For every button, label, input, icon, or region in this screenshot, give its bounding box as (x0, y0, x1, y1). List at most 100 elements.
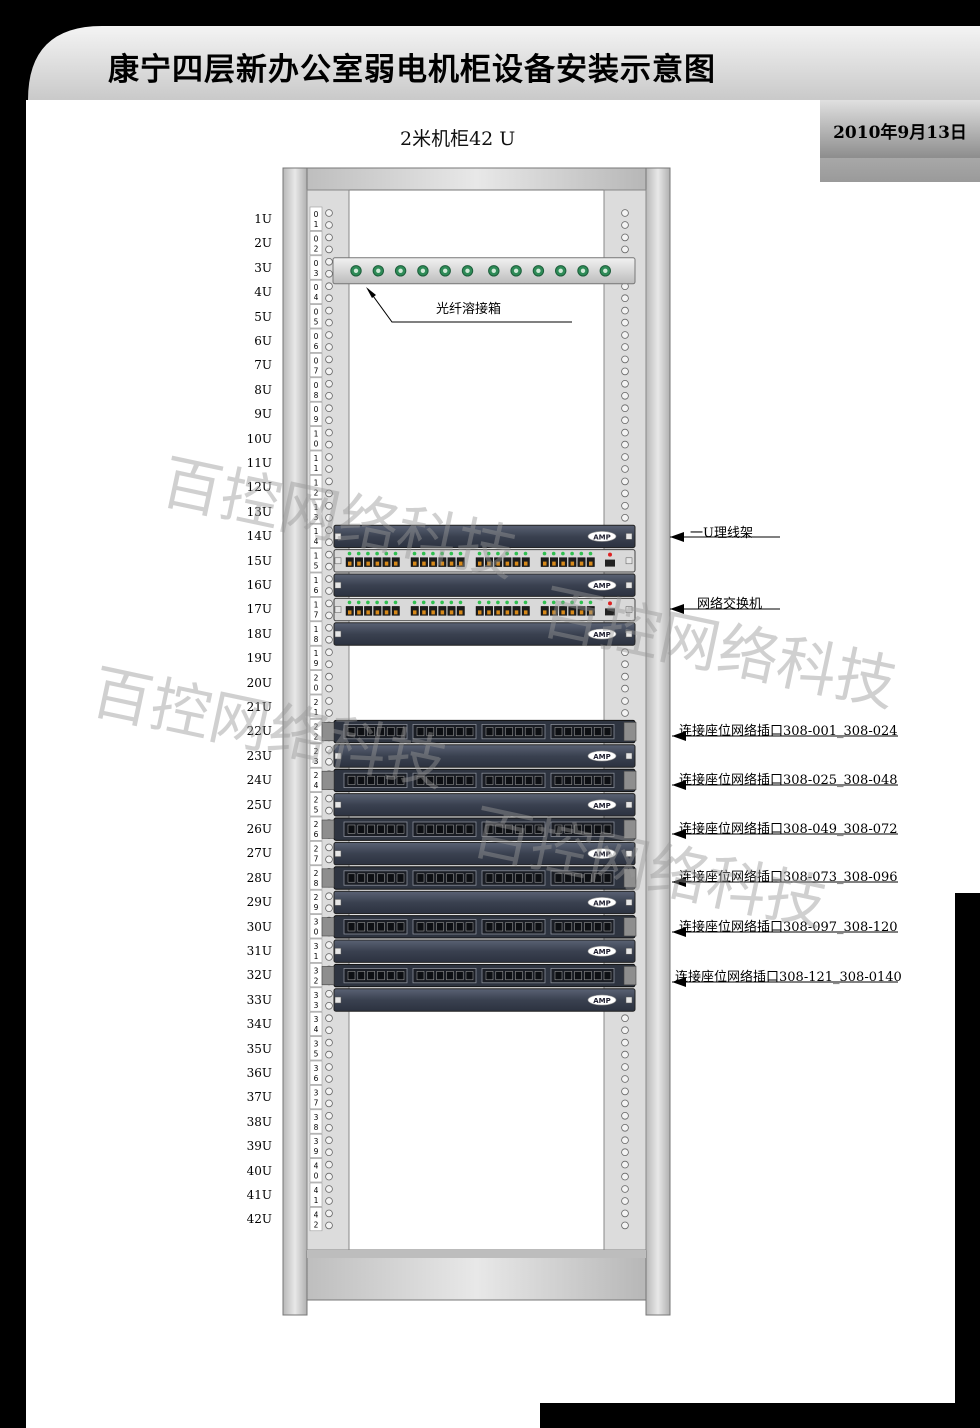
patch-port (377, 727, 385, 737)
unit-label: 1U (254, 212, 272, 226)
unit-number-cell (309, 475, 323, 500)
rail-hole (325, 794, 333, 803)
patch-port (593, 824, 602, 834)
power-led (608, 601, 612, 606)
patch-port (455, 971, 464, 981)
patch-port (515, 727, 523, 737)
mount-screw (334, 606, 342, 613)
unit-number-digit: 5 (314, 1050, 319, 1059)
rail-hole (325, 501, 333, 510)
rail-hole (325, 453, 333, 461)
unit-number-digit: 9 (314, 659, 319, 668)
patch-label-6: 连接座位网络插口308-121_308-0140 (675, 970, 902, 985)
unit-number-digit: 2 (314, 747, 319, 756)
rail-hole (621, 1075, 629, 1083)
unit-number-digit: 3 (314, 918, 319, 927)
patch-port (367, 922, 375, 932)
rail-hole (325, 575, 333, 583)
link-led (542, 600, 547, 605)
unit-number-cell (309, 1133, 323, 1158)
rail-hole (621, 477, 629, 486)
unit-number-cell (309, 353, 323, 378)
unit-label: 40U (246, 1163, 272, 1178)
amp-logo-icon (587, 579, 617, 591)
patch-port (386, 873, 395, 883)
rail-hole (621, 391, 629, 400)
unit-number-strip: 0102030405060708091011121314151617181920… (309, 206, 323, 1232)
rail-hole (325, 1001, 333, 1010)
unit-number-cell (309, 792, 323, 817)
rail-hole (325, 318, 333, 327)
mount-screw (625, 581, 633, 589)
switch-port-contact (394, 610, 398, 615)
amp-logo-text: AMP (593, 753, 611, 761)
patch-port (377, 775, 385, 785)
rail-hole (621, 233, 629, 242)
link-led (449, 600, 454, 605)
rail-hole (325, 1014, 333, 1022)
link-led (523, 551, 528, 556)
patch-port (603, 727, 612, 737)
unit-number-digit: 7 (314, 610, 319, 619)
unit-number-cell (309, 255, 323, 280)
link-led (542, 551, 547, 556)
amp-logo-icon (587, 531, 617, 542)
patch-port (386, 775, 395, 785)
switch-port-contact (543, 561, 547, 566)
page-background (28, 26, 980, 182)
fiber-port-core (420, 268, 426, 273)
unit-number-digit: 7 (314, 1098, 319, 1107)
link-led (458, 551, 463, 556)
switch-port-contact (422, 561, 426, 566)
switch-port-contact (357, 561, 361, 566)
amp-logo-icon (587, 628, 617, 640)
unit-number-digit: 4 (314, 293, 319, 302)
unit-label: 26U (246, 822, 272, 836)
patch-port (436, 824, 444, 834)
patch-port (485, 922, 494, 932)
unit-number-digit: 0 (314, 381, 319, 390)
rail-hole (621, 355, 629, 364)
unit-number-digit: 1 (314, 649, 319, 658)
patch-port (495, 824, 504, 834)
unit-number-digit: 1 (314, 464, 319, 473)
unit-label: 28U (246, 870, 272, 885)
rail-hole (621, 1014, 629, 1022)
rail-hole (621, 440, 629, 449)
switch-port-contact (478, 561, 482, 566)
link-led (375, 600, 379, 605)
page-title: 康宁四层新办公室弱电机柜设备安装示意图 (108, 52, 716, 88)
switch-port-contact (487, 610, 491, 615)
mount-screw (334, 947, 342, 955)
rail-hole (621, 1160, 629, 1169)
patch-port (505, 922, 513, 932)
link-led (551, 600, 556, 605)
switch-port-contact (579, 610, 584, 615)
link-led (366, 551, 370, 556)
rail-hole (325, 697, 333, 705)
fiber-port-core (443, 268, 448, 273)
patch-port (564, 727, 573, 737)
unit-number-digit: 4 (314, 781, 319, 790)
switch-port-contact (348, 561, 352, 566)
unit-label: 31U (246, 944, 272, 958)
amp-logo-icon (587, 897, 617, 908)
patch-port (426, 971, 435, 981)
unit-number-digit: 3 (314, 1015, 319, 1024)
unit-number-digit: 2 (314, 771, 319, 780)
unit-number-digit: 0 (314, 234, 319, 243)
unit-number-digit: 1 (314, 552, 319, 561)
unit-number-cell (309, 597, 323, 622)
unit-number-digit: 3 (314, 1040, 319, 1049)
rail-hole (325, 245, 333, 254)
unit-number-cell (309, 523, 323, 548)
rail-hole (621, 318, 629, 327)
rail-hole (325, 745, 333, 754)
patch-port (593, 727, 602, 737)
rail-hole (325, 294, 333, 303)
link-led (514, 551, 519, 556)
unit-number-digit: 2 (314, 674, 319, 683)
panel-ear (321, 819, 335, 839)
unit-label: 16U (246, 578, 272, 592)
patch-port (524, 922, 533, 932)
